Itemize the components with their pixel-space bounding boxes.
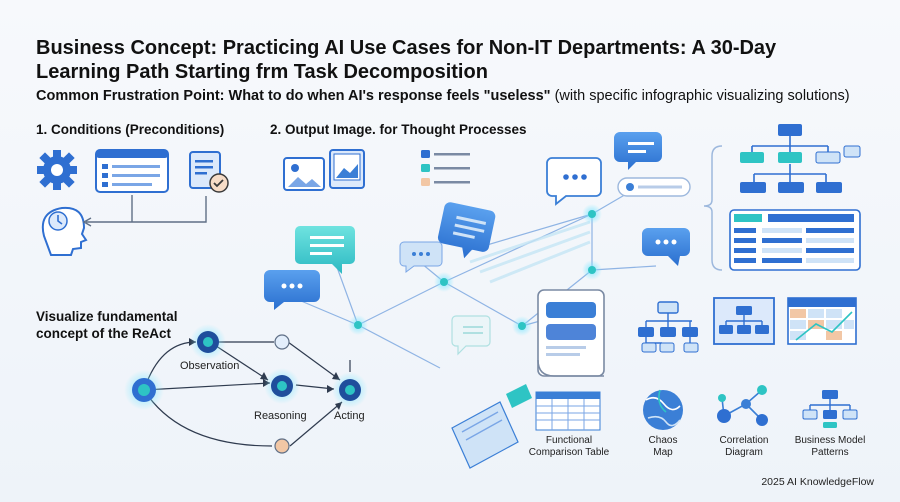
chat-document-icon <box>537 289 605 377</box>
subtitle-bold: Common Frustration Point: What to do whe… <box>36 88 551 104</box>
chat-bubble-icon <box>546 157 602 206</box>
subtitle-plain: (with specific infographic visualizing s… <box>554 88 850 104</box>
bracket-connector <box>703 145 723 271</box>
conditions-connector <box>82 195 207 227</box>
reasoning-label: Reasoning <box>254 410 307 422</box>
caption-correlation-diagram: Correlation Diagram <box>706 435 782 459</box>
data-table-icon <box>729 209 861 271</box>
caption-chaos-line1: Chaos <box>648 435 678 446</box>
reasoning-node <box>264 368 300 404</box>
caption-comparison-line2: Comparison Table <box>528 447 610 458</box>
acting-label: Acting <box>334 410 365 422</box>
head-clock-icon <box>41 206 88 256</box>
section-output-heading: 2. Output Image. for Thought Processes <box>270 122 527 137</box>
section-conditions-heading: 1. Conditions (Preconditions) <box>36 122 225 137</box>
search-field-icon <box>617 177 691 197</box>
chat-bubble-icon <box>399 241 443 273</box>
caption-chaos-line2: Map <box>653 447 673 458</box>
light-streaks <box>469 220 591 284</box>
bullet-list-icon <box>421 150 470 186</box>
org-chart-icon <box>740 124 861 193</box>
gear-icon <box>37 150 77 190</box>
checklist-document-icon <box>189 151 229 193</box>
grid-chart-icon <box>787 297 857 345</box>
form-window-icon <box>95 149 169 193</box>
hierarchy-icon <box>638 301 699 353</box>
chat-bubble-icon <box>295 226 355 274</box>
caption-chaos-map: Chaos Map <box>633 435 693 459</box>
caption-comparison-table: Functional Comparison Table <box>524 435 614 459</box>
business-model-icon <box>802 390 858 428</box>
caption-business-line1: Business Model <box>794 435 866 446</box>
chat-bubble-icon <box>264 270 320 310</box>
caption-correlation-line1: Correlation <box>719 435 769 446</box>
react-start-node <box>124 370 164 410</box>
chat-bubble-icon <box>614 132 662 170</box>
chat-bubble-icon <box>642 228 690 266</box>
footer-credit: 2025 AI KnowledgeFlow <box>761 476 874 488</box>
caption-correlation-line2: Diagram <box>725 447 763 458</box>
correlation-diagram-icon <box>717 385 768 426</box>
observation-node <box>190 324 226 360</box>
caption-business-line2: Patterns <box>811 447 849 458</box>
chaos-map-icon <box>643 389 683 430</box>
react-minor-nodes <box>274 334 290 454</box>
framed-tree-icon <box>713 297 775 345</box>
caption-business-model: Business Model Patterns <box>784 435 876 459</box>
chat-bubble-icon <box>437 202 496 259</box>
acting-node <box>332 372 368 408</box>
react-edges <box>143 341 351 447</box>
paper-note-icon <box>451 384 532 469</box>
observation-label: Observation <box>180 360 240 372</box>
page-subtitle: Common Frustration Point: What to do whe… <box>36 88 876 104</box>
section-react-heading: Visualize fundamental concept of the ReA… <box>36 309 178 341</box>
page-title: Business Concept: Practicing AI Use Case… <box>36 37 777 83</box>
network-nodes <box>348 204 602 336</box>
image-gallery-icon <box>283 149 365 191</box>
chat-bubble-icon <box>451 315 491 356</box>
comparison-table-icon <box>535 391 601 431</box>
caption-comparison-line1: Functional <box>545 435 593 446</box>
